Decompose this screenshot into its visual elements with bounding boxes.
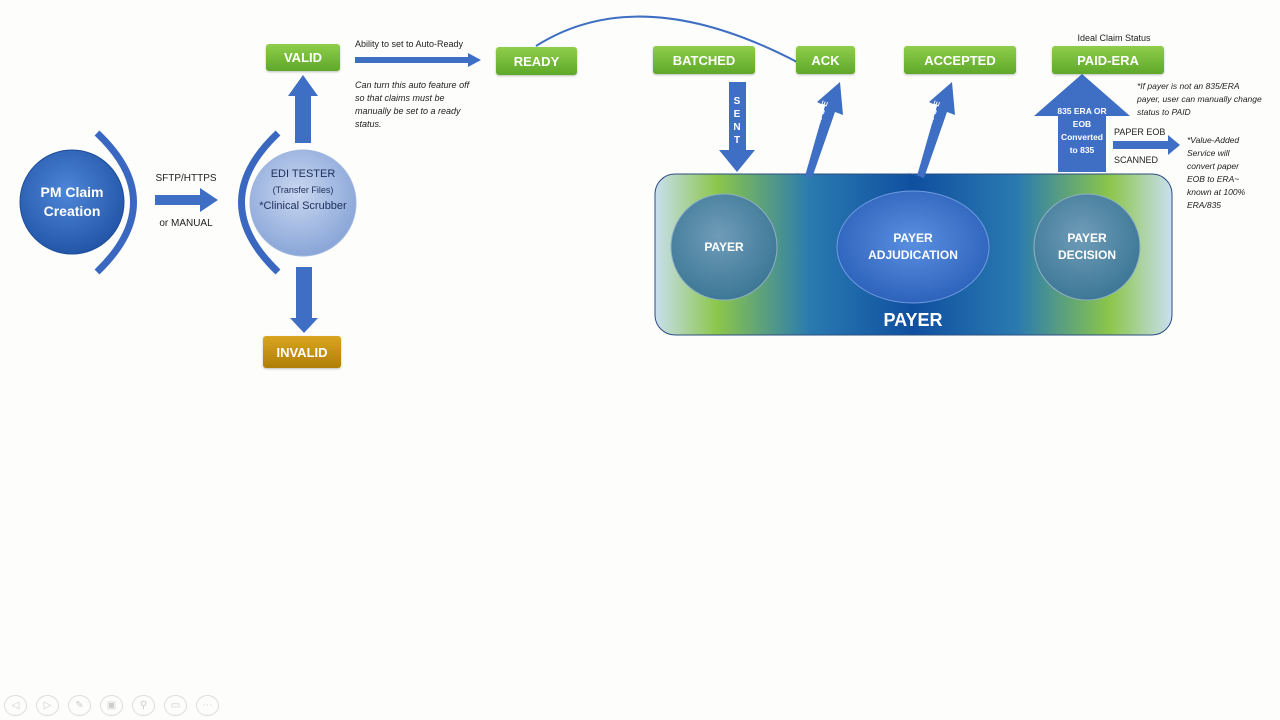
transfer-bottom-label: or MANUAL [159, 218, 213, 229]
auto-ready-note: Can turn this auto feature off so that c… [355, 80, 470, 129]
ideal-claim-status-label: Ideal Claim Status [1077, 33, 1151, 43]
era-arrow-label: 835 ERA OR EOB Converted to 835 [1057, 106, 1107, 155]
auto-ready-arrow [355, 53, 481, 67]
edi-circle [249, 149, 357, 257]
slideshow-toolbar: ◁ ▷ ✎ ▣ ⚲ ▭ ⋯ [4, 695, 219, 716]
value-added-note: *Value-Added Service will convert paper … [1187, 135, 1246, 210]
invalid-arrow [290, 267, 318, 333]
status-batched: BATCHED [653, 46, 755, 74]
more-icon[interactable]: ⋯ [196, 695, 219, 716]
transfer-arrow [155, 188, 218, 212]
sent-arrow [719, 82, 755, 172]
status-accepted: ACCEPTED [904, 46, 1016, 74]
transfer-top-label: SFTP/HTTPS [155, 173, 217, 184]
edi-tester-text: EDI TESTER (Transfer Files) *Clinical Sc… [256, 168, 350, 213]
ready-ack-curve [535, 15, 798, 63]
paper-eob-arrow [1113, 135, 1180, 155]
previous-icon[interactable]: ◁ [4, 695, 27, 716]
pm-arc [94, 130, 137, 275]
zoom-icon[interactable]: ⚲ [132, 695, 155, 716]
payer-title: PAYER [883, 309, 943, 330]
pm-circle [19, 149, 125, 255]
response-arrow-accepted [907, 82, 955, 178]
sent-label: SENT [733, 96, 741, 146]
payer-adjudication-circle: PAYER ADJUDICATION [868, 231, 958, 262]
payer-decision-circle: PAYER DECISION [1057, 231, 1116, 262]
edi-line3: *Clinical Scrubber [259, 200, 347, 212]
subtitles-icon[interactable]: ▭ [164, 695, 187, 716]
payer-circle: PAYER [704, 240, 744, 254]
paper-eob-label: PAPER EOB [1114, 127, 1166, 137]
scanned-label: SCANNED [1114, 155, 1159, 165]
era-arrow [1034, 74, 1130, 172]
edi-sub: (Transfer Files) [272, 185, 334, 195]
paid-note: *If payer is not an 835/ERA payer, user … [1137, 81, 1262, 117]
response-arrow-ack [795, 82, 843, 178]
slides-icon[interactable]: ▣ [100, 695, 123, 716]
auto-ready-label: Ability to set to Auto-Ready [355, 39, 464, 49]
valid-arrow [288, 75, 318, 143]
edi-title: EDI TESTER [270, 168, 336, 180]
status-ack: ACK [796, 46, 855, 74]
pen-icon[interactable]: ✎ [68, 695, 91, 716]
next-icon[interactable]: ▷ [36, 695, 59, 716]
pm-claim-creation: PM Claim Creation [40, 184, 104, 219]
status-ready: READY [496, 47, 577, 75]
status-paid-era: PAID-ERA [1052, 46, 1164, 74]
edi-arc [238, 130, 281, 275]
status-valid: VALID [266, 44, 340, 71]
status-invalid: INVALID [263, 336, 341, 368]
